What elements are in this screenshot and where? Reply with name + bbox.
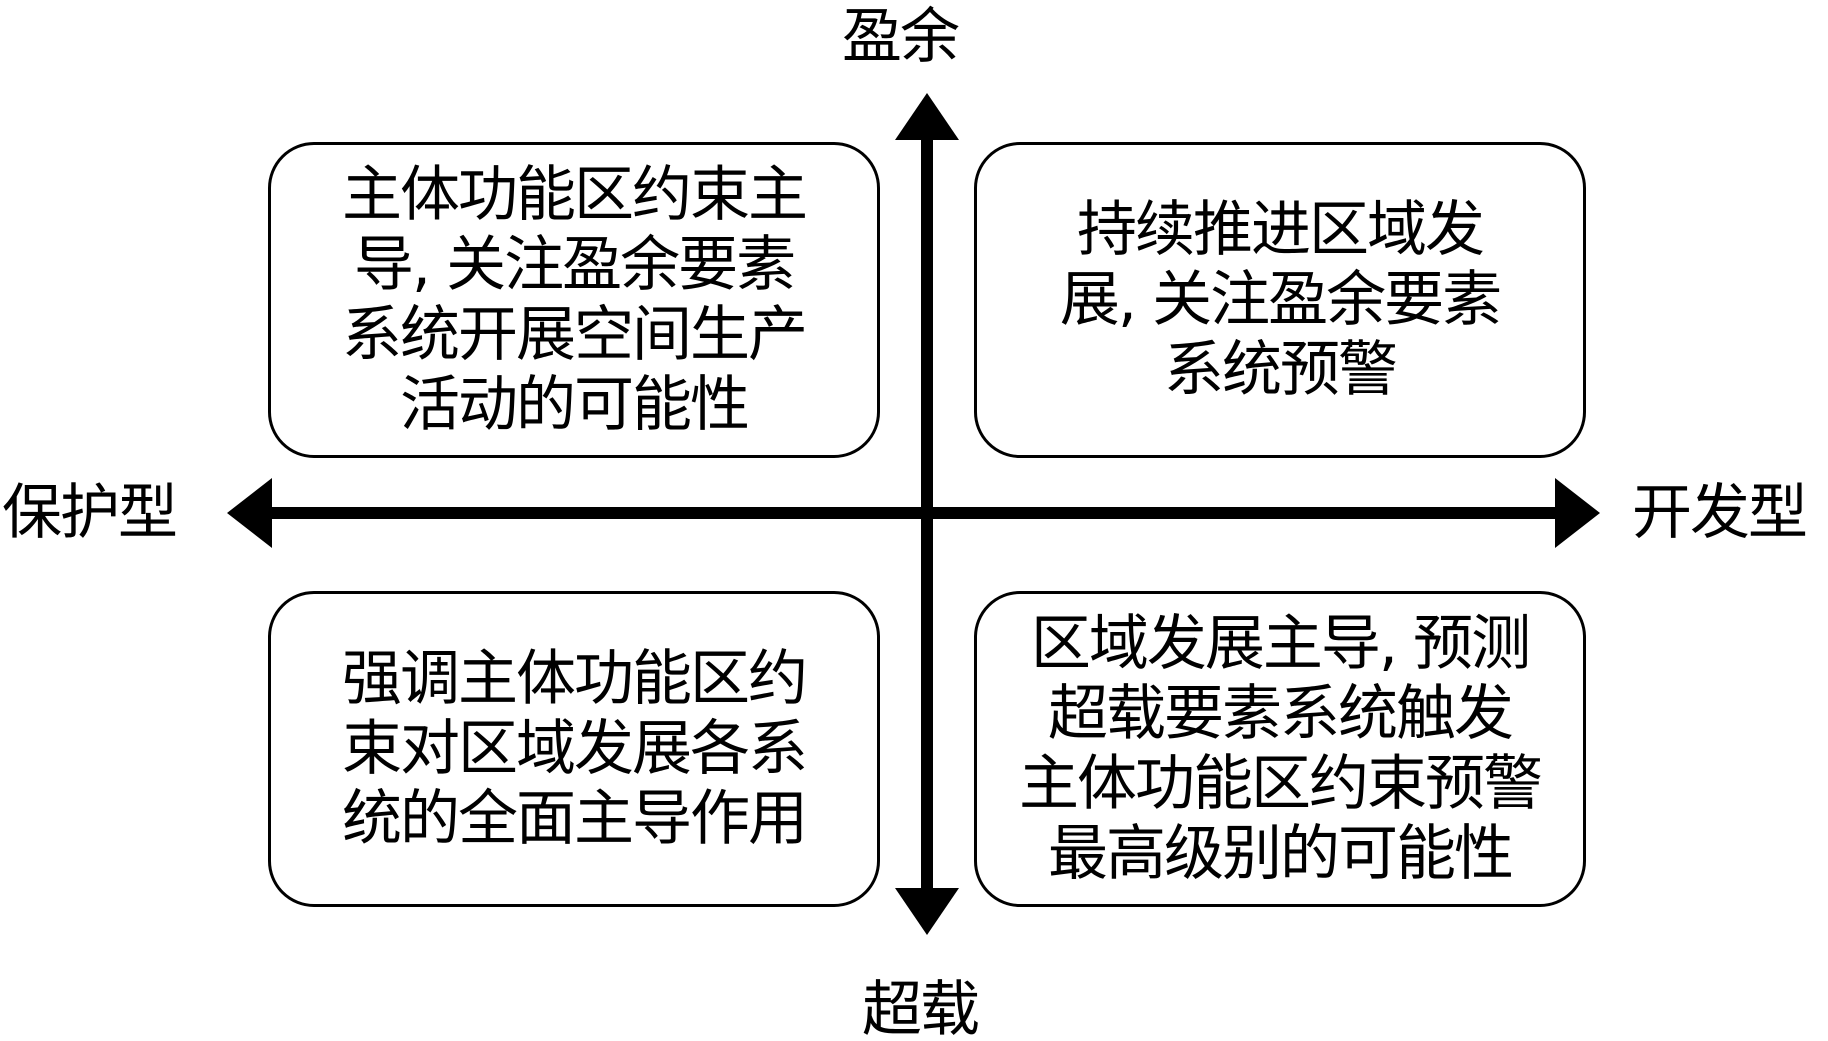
text-line: 统的全面主导作用	[342, 784, 808, 854]
quadrant-top-right: 持续推进区域发 展, 关注盈余要素 系统预警	[974, 142, 1586, 458]
text-line: 超载要素系统触发	[1048, 679, 1514, 749]
axis-label-top: 盈余	[842, 2, 960, 72]
arrow-right-icon	[1555, 478, 1600, 548]
text-line: 主体功能区约束预警	[1019, 749, 1543, 819]
quadrant-bottom-left: 强调主体功能区约 束对区域发展各系 统的全面主导作用	[268, 591, 880, 907]
arrow-up-icon	[895, 93, 959, 140]
quadrant-bottom-right: 区域发展主导, 预测 超载要素系统触发 主体功能区约束预警 最高级别的可能性	[974, 591, 1586, 907]
text-line: 区域发展主导, 预测	[1030, 609, 1531, 679]
text-line: 导, 关注盈余要素	[353, 230, 796, 300]
text-line: 强调主体功能区约	[342, 644, 808, 714]
axis-label-bottom: 超载	[862, 975, 980, 1041]
text-line: 最高级别的可能性	[1048, 819, 1514, 889]
text-line: 束对区域发展各系	[342, 714, 808, 784]
arrow-down-icon	[895, 888, 959, 935]
text-line: 主体功能区约束主	[342, 160, 808, 230]
text-line: 展, 关注盈余要素	[1059, 265, 1502, 335]
text-line: 系统预警	[1164, 335, 1398, 405]
text-line: 持续推进区域发	[1077, 195, 1485, 265]
axis-label-left: 保护型	[2, 478, 178, 548]
text-line: 活动的可能性	[400, 370, 750, 440]
arrow-left-icon	[227, 478, 272, 548]
axis-label-right: 开发型	[1632, 478, 1808, 548]
text-line: 系统开展空间生产	[342, 300, 808, 370]
quadrant-top-left: 主体功能区约束主 导, 关注盈余要素 系统开展空间生产 活动的可能性	[268, 142, 880, 458]
